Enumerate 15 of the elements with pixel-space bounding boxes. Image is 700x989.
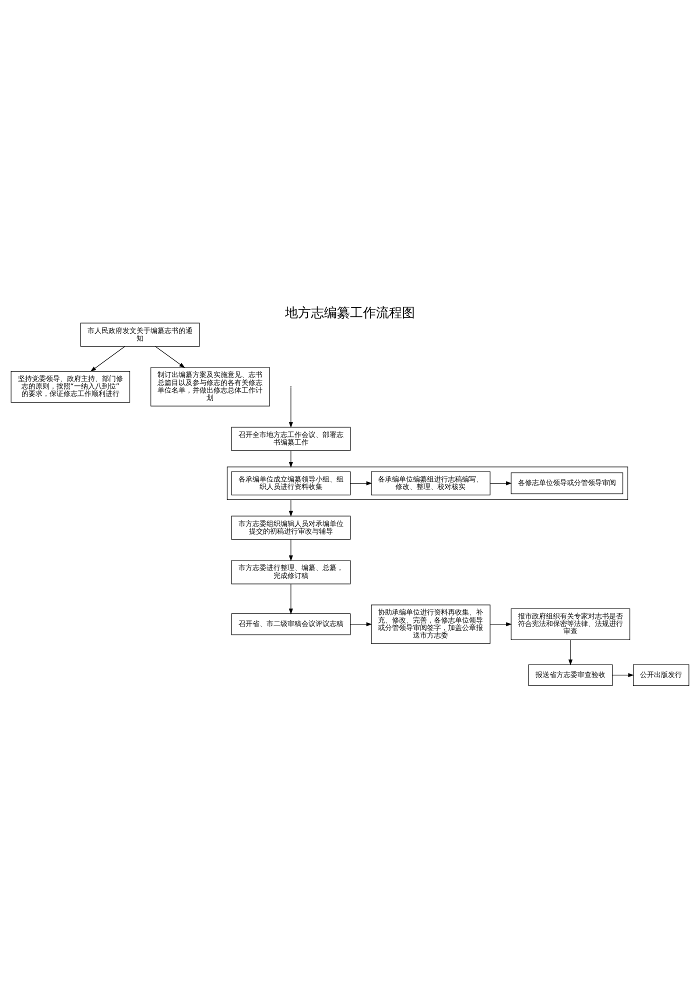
arrow bbox=[490, 480, 512, 485]
arrow bbox=[288, 498, 293, 516]
arrow bbox=[288, 386, 293, 428]
arrow bbox=[288, 450, 293, 468]
arrow bbox=[288, 583, 293, 614]
arrow bbox=[90, 346, 126, 372]
arrow bbox=[612, 672, 634, 677]
cluster bbox=[226, 466, 628, 500]
arrow bbox=[568, 638, 573, 665]
arrow bbox=[288, 538, 293, 561]
arrow bbox=[350, 622, 372, 626]
arrow bbox=[490, 622, 512, 626]
arrow bbox=[155, 346, 186, 368]
arrow bbox=[350, 480, 372, 485]
diagram-title: 地方志编纂工作流程图 bbox=[285, 305, 415, 320]
